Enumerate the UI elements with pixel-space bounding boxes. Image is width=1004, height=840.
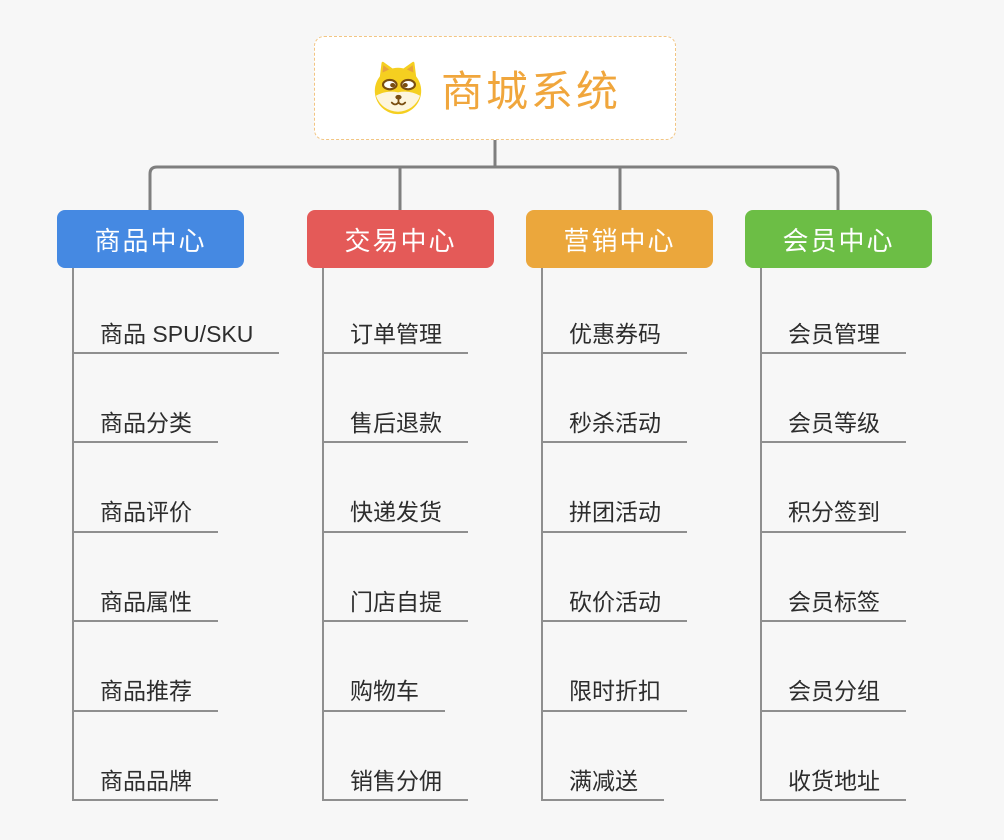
branch-item[interactable]: 销售分佣 bbox=[324, 712, 468, 801]
branch-item[interactable]: 商品 SPU/SKU bbox=[74, 268, 280, 354]
branch-node-member[interactable]: 会员中心 bbox=[745, 210, 932, 268]
branch-label: 交易中心 bbox=[344, 225, 457, 256]
branch-node-trade[interactable]: 交易中心 bbox=[307, 210, 494, 268]
branch-item[interactable]: 商品分类 bbox=[74, 354, 218, 444]
branch-children-marketing: 优惠券码 秒杀活动 拼团活动 砍价活动 限时折扣 满减送 bbox=[541, 268, 687, 801]
branch-label: 商品中心 bbox=[94, 225, 207, 256]
branch-children-product: 商品 SPU/SKU 商品分类 商品评价 商品属性 商品推荐 商品品牌 bbox=[72, 268, 280, 801]
branch-node-marketing[interactable]: 营销中心 bbox=[526, 210, 713, 268]
branch-item[interactable]: 收货地址 bbox=[762, 712, 906, 801]
branch-item[interactable]: 拼团活动 bbox=[543, 443, 687, 533]
branch-item[interactable]: 门店自提 bbox=[324, 533, 468, 623]
branch-item[interactable]: 砍价活动 bbox=[543, 533, 687, 623]
branch-item[interactable]: 满减送 bbox=[543, 712, 664, 801]
branch-item[interactable]: 会员等级 bbox=[762, 354, 906, 444]
branch-item[interactable]: 售后退款 bbox=[324, 354, 468, 444]
branch-children-trade: 订单管理 售后退款 快递发货 门店自提 购物车 销售分佣 bbox=[322, 268, 468, 801]
branch-item[interactable]: 快递发货 bbox=[324, 443, 468, 533]
branch-item[interactable]: 购物车 bbox=[324, 622, 445, 712]
branch-item[interactable]: 商品属性 bbox=[74, 533, 218, 623]
branch-label: 会员中心 bbox=[782, 225, 895, 256]
branch-children-member: 会员管理 会员等级 积分签到 会员标签 会员分组 收货地址 bbox=[760, 268, 906, 801]
branch-item[interactable]: 积分签到 bbox=[762, 443, 906, 533]
dog-face-icon bbox=[374, 61, 422, 115]
branch-item[interactable]: 优惠券码 bbox=[543, 268, 687, 354]
branch-item[interactable]: 秒杀活动 bbox=[543, 354, 687, 444]
branch-item[interactable]: 会员分组 bbox=[762, 622, 906, 712]
branch-item[interactable]: 商品评价 bbox=[74, 443, 218, 533]
branch-item[interactable]: 会员标签 bbox=[762, 533, 906, 623]
root-title: 商城系统 bbox=[440, 67, 621, 115]
branch-item[interactable]: 限时折扣 bbox=[543, 622, 687, 712]
branch-item[interactable]: 订单管理 bbox=[324, 268, 468, 354]
tree-connector bbox=[148, 140, 840, 210]
branch-item[interactable]: 会员管理 bbox=[762, 268, 906, 354]
branch-item[interactable]: 商品品牌 bbox=[74, 712, 218, 801]
branch-label: 营销中心 bbox=[563, 225, 676, 256]
root-node[interactable]: 商城系统 bbox=[314, 36, 676, 140]
branch-node-product[interactable]: 商品中心 bbox=[57, 210, 244, 268]
branch-item[interactable]: 商品推荐 bbox=[74, 622, 218, 712]
